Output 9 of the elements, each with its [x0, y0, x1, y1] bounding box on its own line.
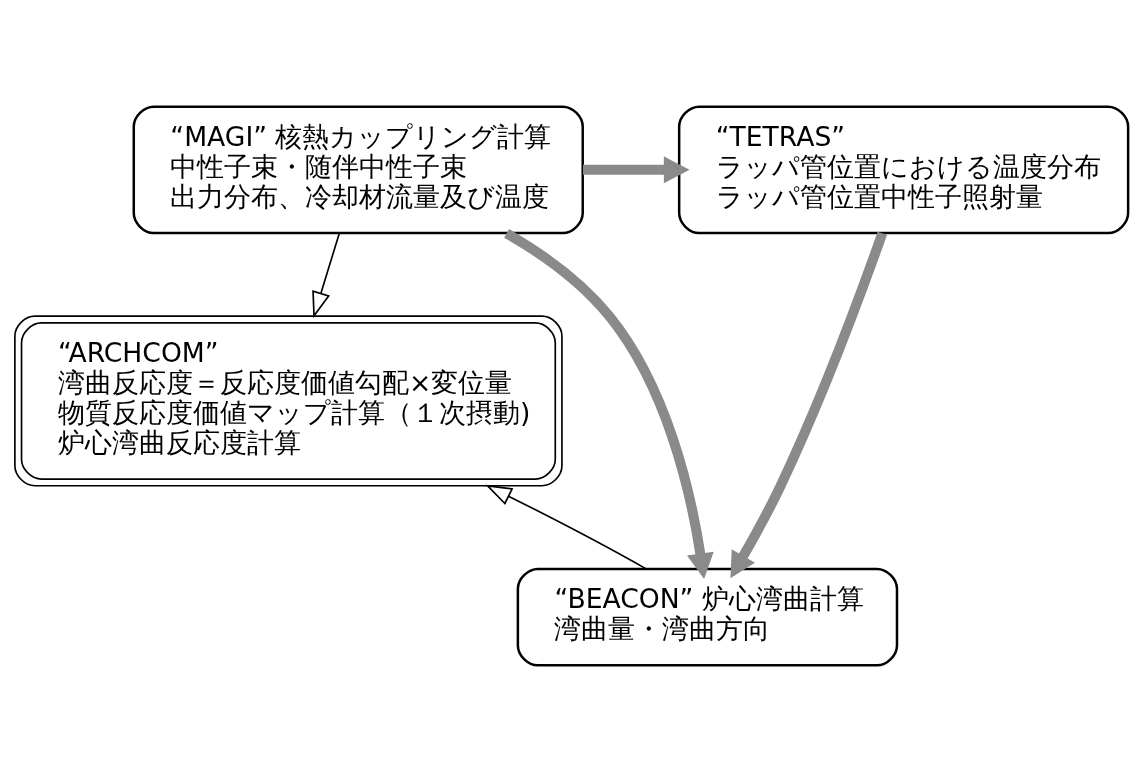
node-box: “MAGI” 核熱カップリング計算 中性子束・随伴中性子束 出力分布、冷却材流量及び温度 [132, 105, 584, 235]
node-box: “BEACON” 炉心湾曲計算 湾曲量・湾曲方向 [516, 567, 899, 667]
arrow [312, 232, 341, 319]
arrow [504, 229, 714, 580]
node-box: “ARCHCOM” 湾曲反応度＝反応度価値勾配×変位量 物質反応度価値マップ計算（１次摂動) 炉心湾曲反応度計算 [14, 315, 563, 487]
arrow [583, 156, 690, 184]
arrow [485, 484, 648, 570]
arrow [730, 231, 887, 579]
node-box: “TETRAS” ラッパ管位置における温度分布 ラッパ管位置中性子照射量 [677, 105, 1130, 235]
